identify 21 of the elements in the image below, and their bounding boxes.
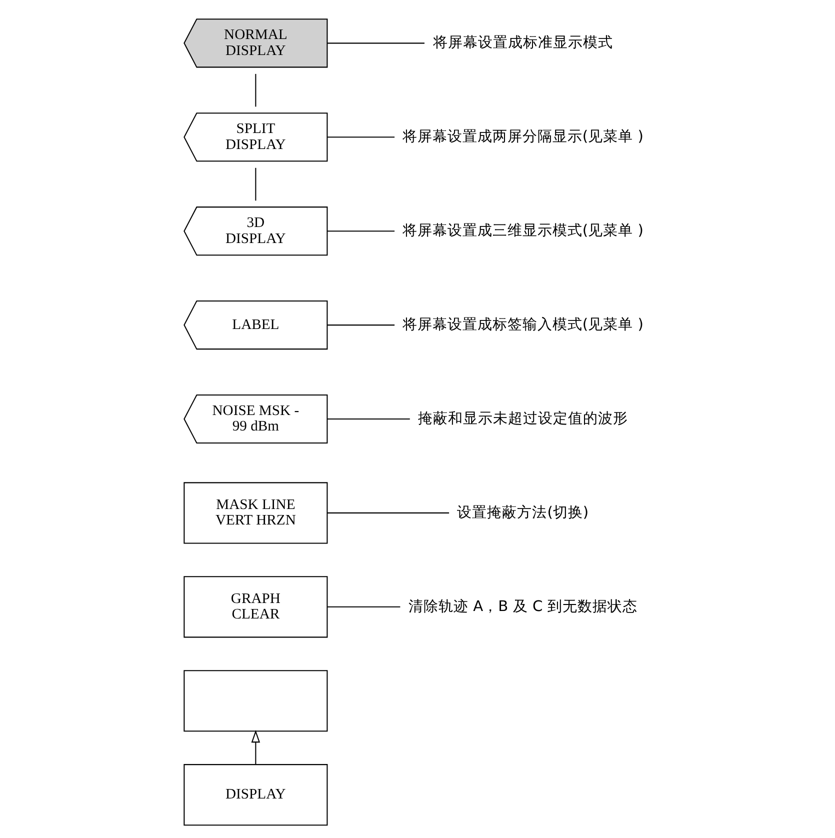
node-text: 将屏幕设置成标准显示模式 <box>432 34 613 52</box>
connector <box>327 324 395 326</box>
node-box: GRAPH CLEAR <box>184 576 328 638</box>
node-text: 将屏幕设置成标签输入模式(见菜单 ) <box>402 316 644 333</box>
connector <box>327 512 450 514</box>
connector <box>327 418 410 420</box>
node-box: MASK LINE VERT HRZN <box>184 482 328 544</box>
connector <box>255 74 256 107</box>
connector <box>327 606 400 608</box>
connector <box>327 42 424 44</box>
connector <box>327 230 395 232</box>
connector <box>255 168 256 201</box>
node-text: 将屏幕设置成三维显示模式(见菜单 ) <box>402 222 644 239</box>
node-text: 将屏幕设置成两屏分隔显示(见菜单 ) <box>402 128 644 145</box>
node-text: 掩蔽和显示未超过设定值的波形 <box>418 410 628 427</box>
node-text: 清除轨迹 A，B 及 C 到无数据状态 <box>408 598 638 615</box>
node-box: DISPLAY <box>184 764 328 826</box>
arrow <box>251 730 260 764</box>
node-box <box>184 670 328 732</box>
connector <box>327 136 395 138</box>
node-text: 设置掩蔽方法(切换) <box>457 504 589 521</box>
